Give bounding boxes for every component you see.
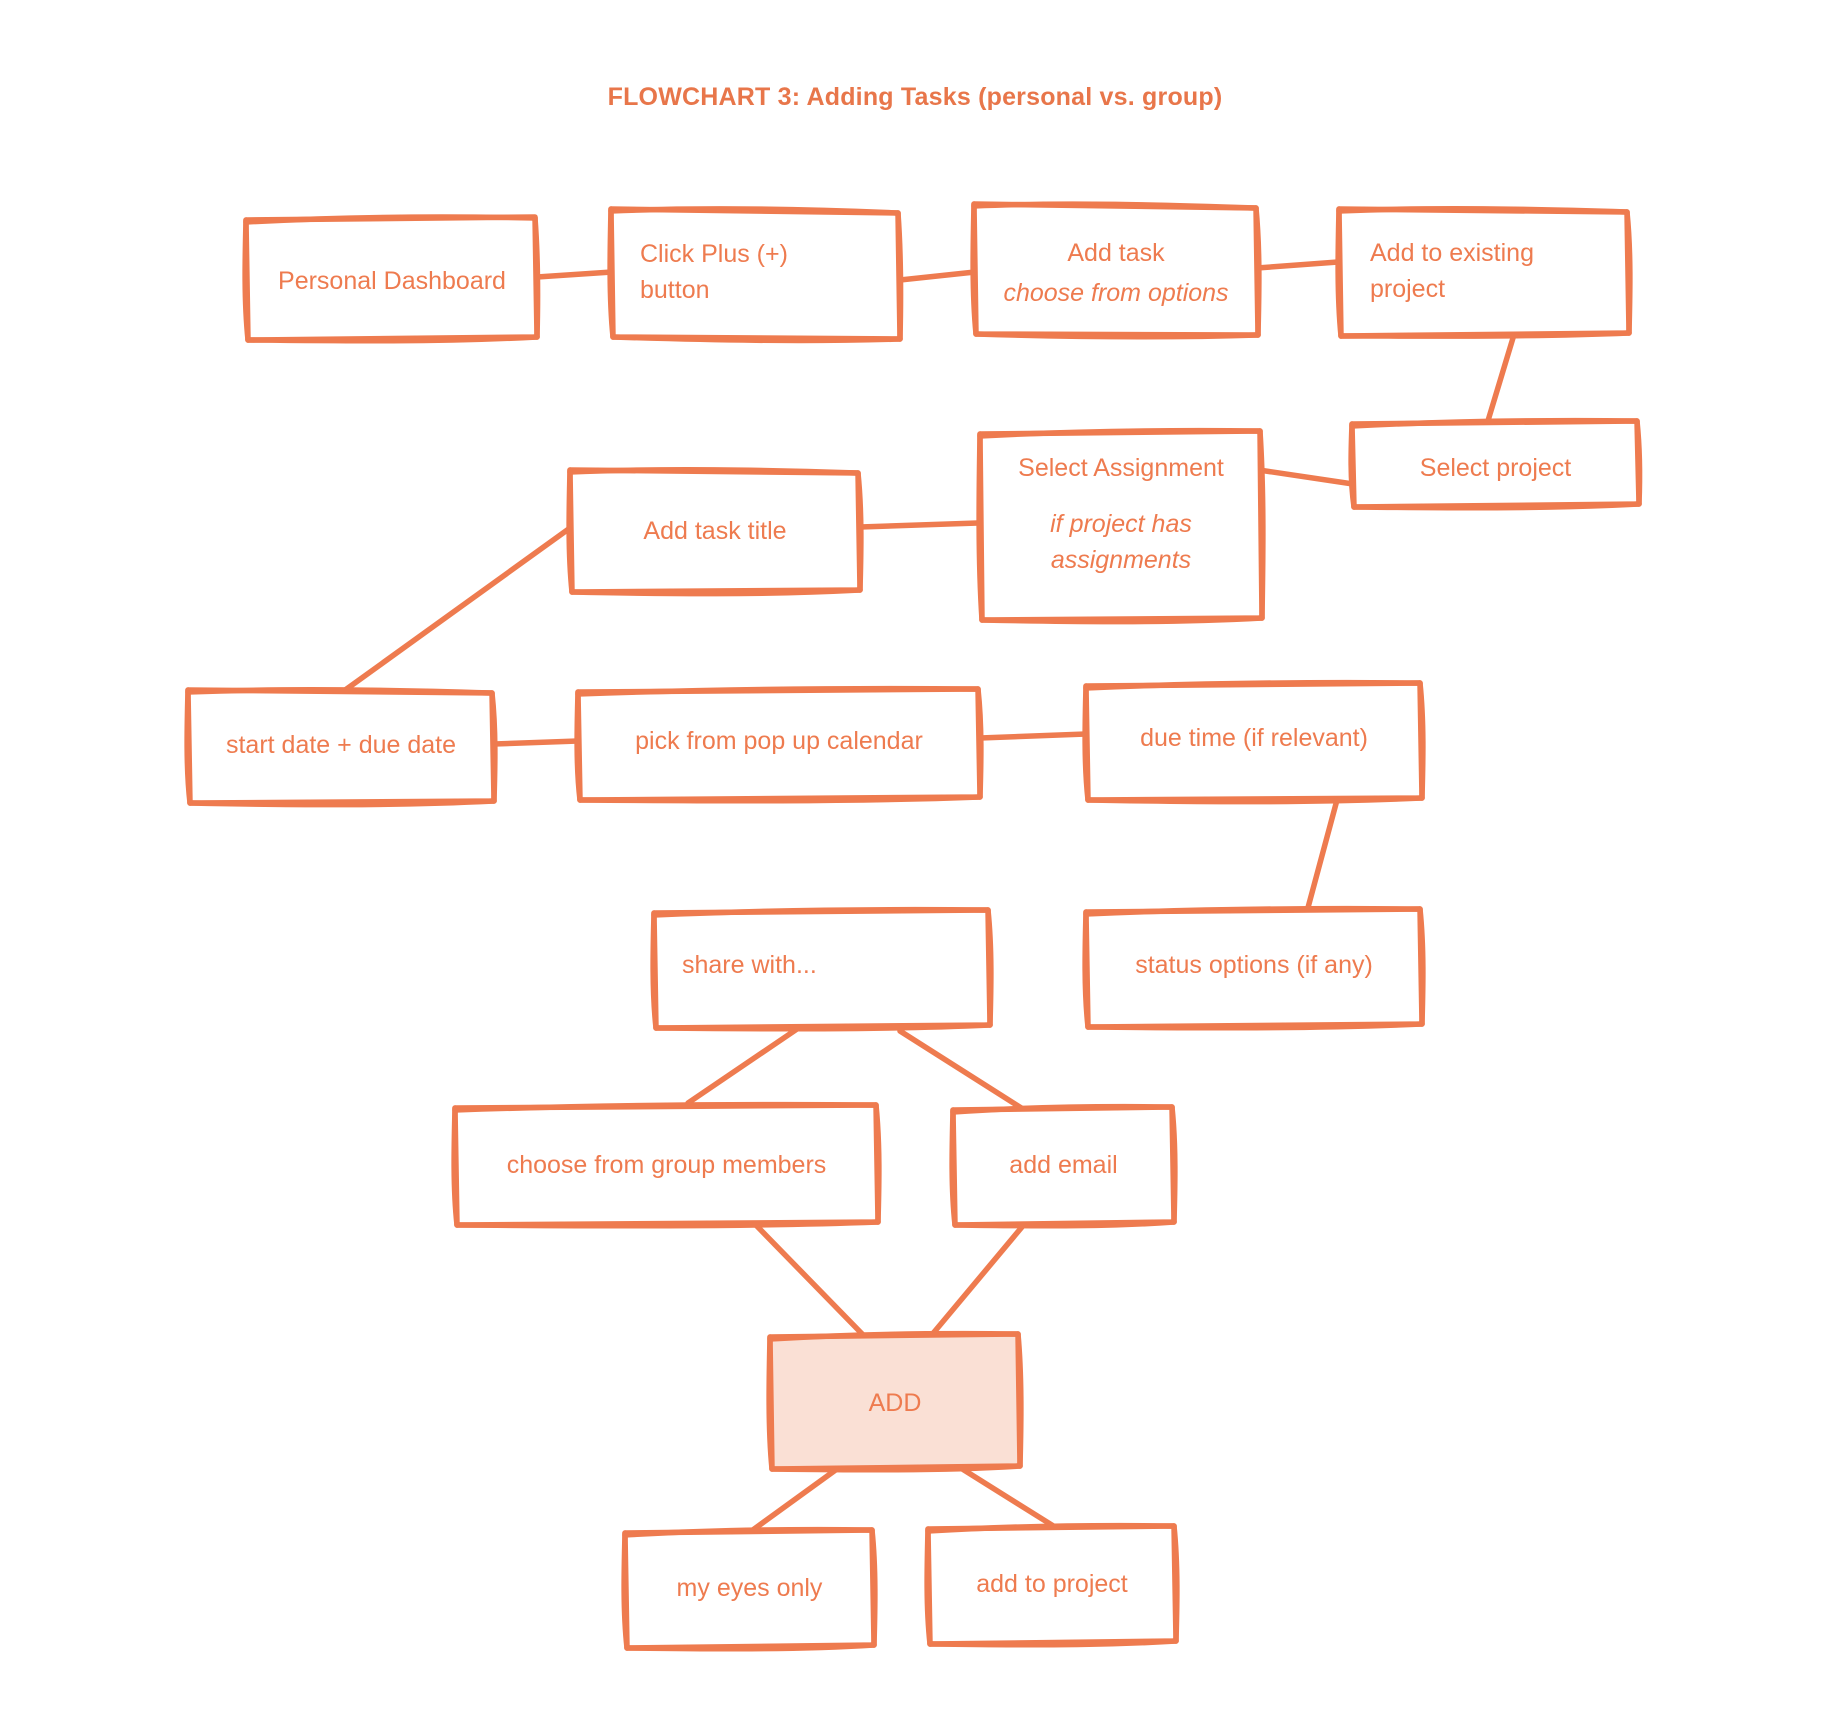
node-box-my-eyes-only[interactable] [621, 1526, 878, 1652]
node-box-add-email[interactable] [949, 1103, 1178, 1229]
edge-add-task-to-add-existing-project [1254, 259, 1341, 271]
edge-add-task-title-to-start-date [338, 525, 573, 696]
edge-personal-dashboard-to-click-plus [534, 269, 615, 280]
edge-add-to-my-eyes-only [747, 1458, 851, 1535]
node-box-add-task[interactable] [970, 201, 1262, 340]
node-box-select-assignment[interactable] [976, 427, 1266, 625]
page-title: FLOWCHART 3: Adding Tasks (personal vs. … [607, 83, 1223, 111]
node-box-add-to-project[interactable] [924, 1522, 1180, 1648]
node-box-add-button[interactable] [766, 1330, 1024, 1473]
edge-add-email-to-add [927, 1212, 1035, 1340]
edge-choose-group-members-to-add [747, 1216, 873, 1345]
edge-due-time-to-status-options [1303, 797, 1340, 918]
node-box-select-project[interactable] [1348, 417, 1643, 511]
edge-share-with-to-add-email [897, 1028, 1029, 1114]
node-box-due-time[interactable] [1082, 679, 1426, 805]
node-box-add-to-existing-project[interactable] [1335, 206, 1633, 339]
node-box-click-plus-button[interactable] [607, 206, 904, 344]
edge-pick-calendar-to-due-time [977, 731, 1089, 741]
node-box-choose-group-members[interactable] [451, 1101, 882, 1229]
edge-add-existing-project-to-select-project [1484, 325, 1519, 427]
edge-start-date-to-pick-calendar [491, 738, 581, 747]
node-box-personal-dashboard[interactable] [242, 214, 541, 344]
edge-click-plus-to-add-task [897, 269, 978, 283]
node-box-start-date-due-date[interactable] [184, 687, 498, 808]
node-box-share-with[interactable] [650, 906, 994, 1032]
edge-select-project-to-select-assignment [1256, 467, 1356, 487]
node-box-pick-from-calendar[interactable] [574, 685, 984, 804]
node-box-status-options[interactable] [1082, 905, 1426, 1031]
node-box-add-task-title[interactable] [566, 467, 864, 597]
edge-share-with-to-choose-group-members [685, 1024, 803, 1106]
edge-select-assignment-to-add-task-title [857, 520, 981, 530]
